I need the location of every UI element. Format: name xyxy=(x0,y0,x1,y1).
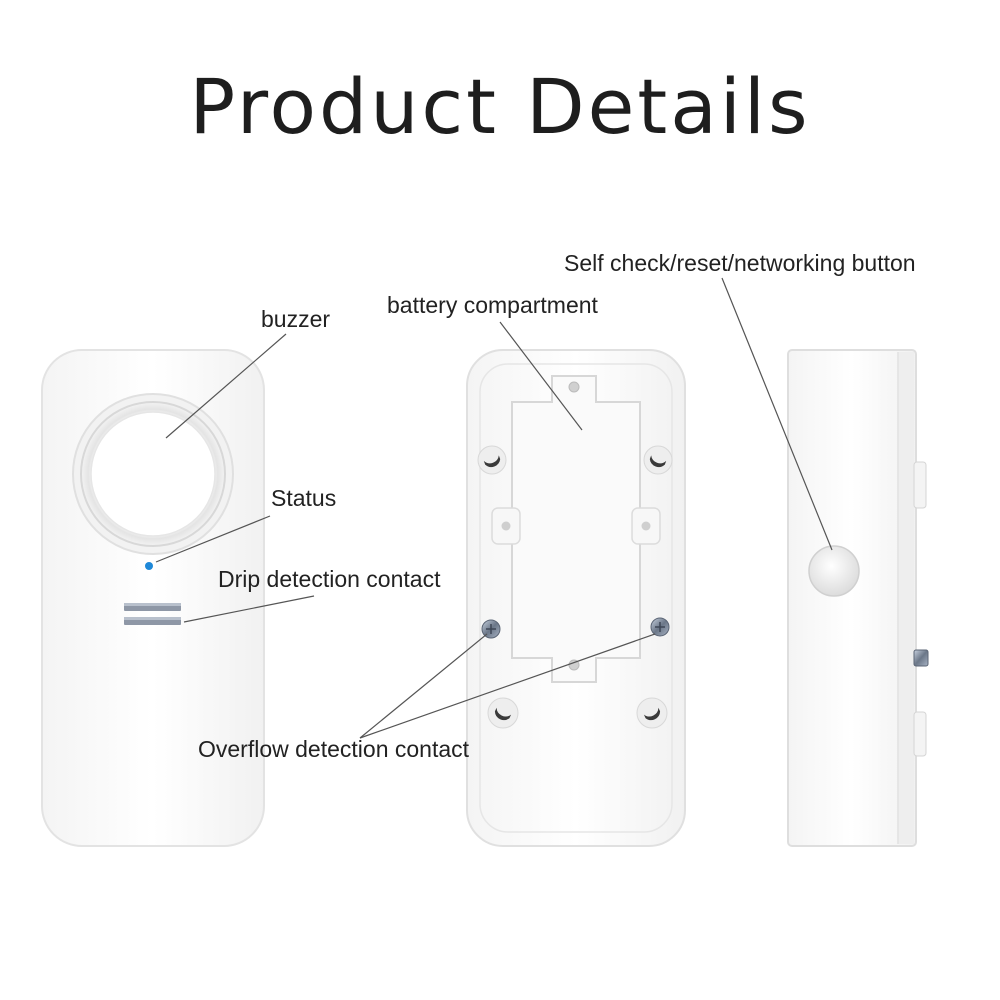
overflow-contact-icon xyxy=(481,617,670,639)
reset-button-icon xyxy=(808,545,860,597)
side-screw-icon xyxy=(913,649,929,667)
front-device xyxy=(41,349,265,847)
overflow-contact-label: Overflow detection contact xyxy=(198,736,470,762)
page-title: Product Details xyxy=(189,62,811,151)
status-led-icon xyxy=(145,562,153,570)
battery-compartment-icon xyxy=(511,375,641,683)
status-label: Status xyxy=(271,485,337,511)
buzzer-icon xyxy=(72,393,234,555)
side-device xyxy=(787,349,929,847)
mounting-hole-icon xyxy=(477,445,673,729)
battery-compartment-label: battery compartment xyxy=(387,292,598,318)
drip-contact-icon xyxy=(124,603,181,625)
back-device xyxy=(466,349,686,847)
buzzer-label: buzzer xyxy=(261,306,331,332)
reset-button-label: Self check/reset/networking button xyxy=(564,250,916,276)
drip-contact-label: Drip detection contact xyxy=(218,566,441,592)
leader-lines xyxy=(155,277,833,739)
